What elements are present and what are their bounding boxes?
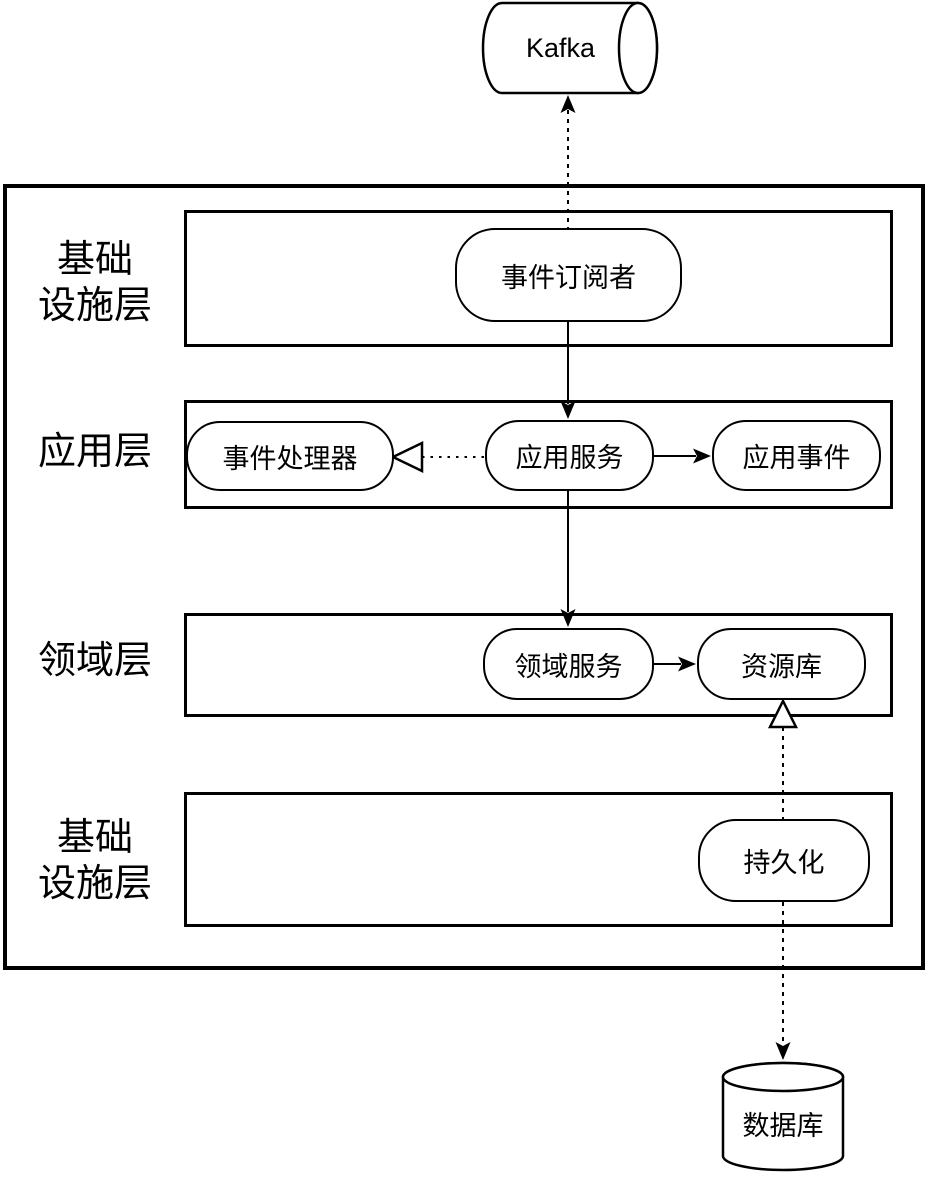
node-event-processor-label: 事件处理器 — [222, 443, 358, 474]
node-application-event-label: 应用事件 — [742, 443, 851, 473]
edge-persistence-to-database — [775, 902, 791, 1060]
edge-subscriber-to-kafka — [560, 95, 576, 228]
node-persistence: 持久化 — [698, 819, 870, 902]
edge-subscriber-to-appservice — [560, 322, 576, 419]
node-domain-service: 领域服务 — [483, 628, 654, 700]
layer-label-infrastructure-top: 基础 设施层 — [37, 239, 152, 327]
edge-appservice-to-appevent — [654, 448, 711, 464]
edge-appservice-to-domainservice — [560, 491, 576, 627]
node-event-subscriber-label: 事件订阅者 — [501, 262, 636, 293]
node-event-subscriber: 事件订阅者 — [455, 228, 682, 322]
node-application-service-label: 应用服务 — [515, 443, 624, 473]
edge-appservice-to-eventprocessor — [390, 441, 485, 473]
kafka-label: Kafka — [525, 32, 596, 63]
node-application-event: 应用事件 — [712, 420, 881, 491]
node-persistence-label: 持久化 — [743, 848, 825, 878]
kafka-cylinder-shape — [481, 1, 659, 95]
node-domain-service-label: 领域服务 — [514, 651, 623, 682]
database-label: 数据库 — [742, 1110, 824, 1141]
diagram-outer-box — [3, 184, 925, 970]
edge-persistence-to-repository — [767, 698, 799, 819]
node-event-processor: 事件处理器 — [186, 421, 394, 491]
layer-label-domain: 领域层 — [37, 640, 152, 682]
node-repository-label: 资源库 — [741, 651, 822, 682]
database-cylinder-shape — [721, 1061, 845, 1172]
edge-domainservice-to-repository — [654, 656, 696, 672]
node-repository: 资源库 — [697, 628, 866, 700]
node-application-service: 应用服务 — [485, 420, 654, 491]
layer-label-application: 应用层 — [37, 431, 152, 473]
layer-label-infrastructure-bottom: 基础 设施层 — [37, 817, 152, 905]
